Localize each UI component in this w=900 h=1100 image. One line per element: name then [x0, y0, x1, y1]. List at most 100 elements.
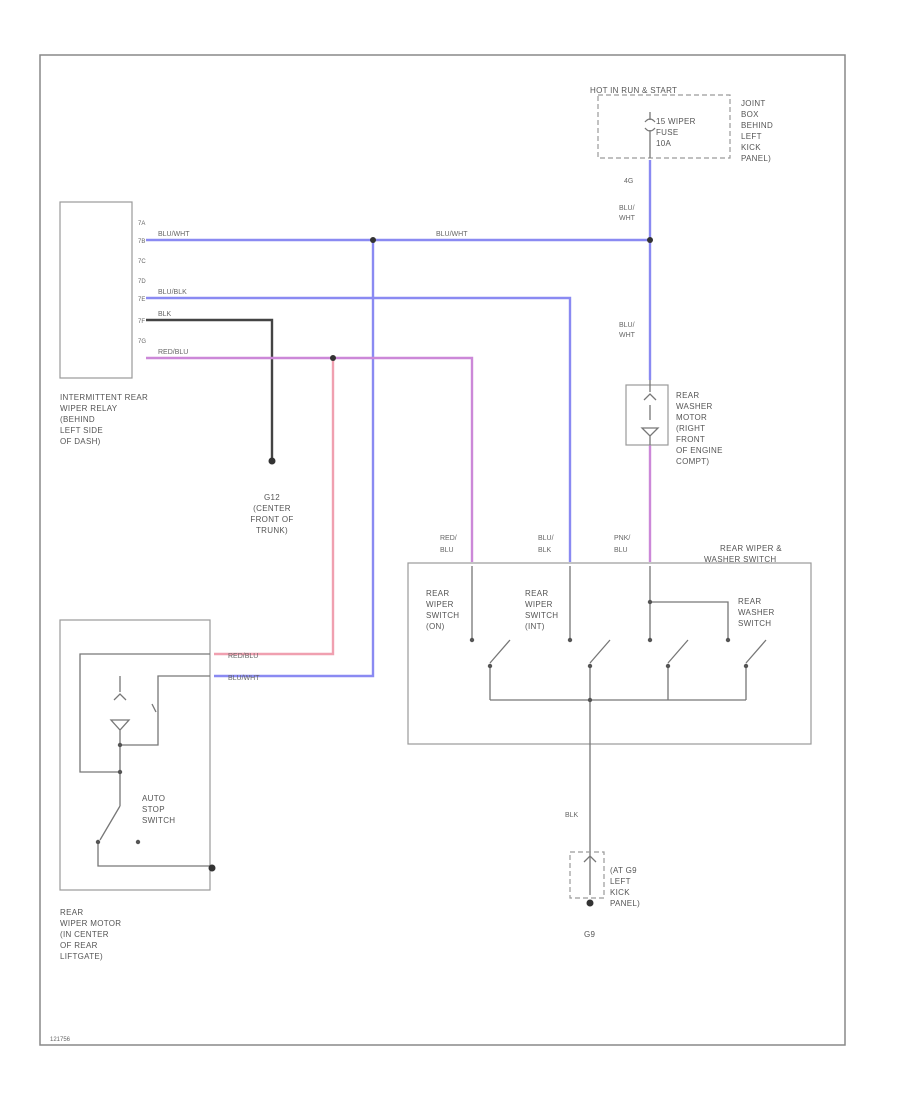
svg-text:REAR: REAR [676, 391, 699, 400]
ground-g12-symbol [268, 457, 276, 465]
ground-g9-junction [569, 851, 605, 899]
svg-text:REAR: REAR [738, 597, 761, 606]
svg-text:FRONT OF: FRONT OF [250, 515, 293, 524]
svg-text:(ON): (ON) [426, 622, 445, 631]
svg-text:LEFT: LEFT [610, 877, 631, 886]
svg-text:10A: 10A [656, 139, 671, 148]
svg-text:FRONT: FRONT [676, 435, 705, 444]
svg-text:BLU/: BLU/ [619, 322, 635, 329]
svg-text:WASHER: WASHER [738, 608, 775, 617]
wire-label-blu-blk: BLU/BLK [158, 289, 187, 296]
svg-text:(RIGHT: (RIGHT [676, 424, 705, 433]
washer-motor-box [625, 384, 669, 446]
ground-g12-label: G12 (CENTER FRONT OF TRUNK) [250, 493, 293, 535]
svg-text:7E: 7E [138, 297, 145, 303]
diagram-footer-id: 121756 [50, 1037, 71, 1043]
svg-text:G12: G12 [264, 493, 280, 502]
svg-text:WASHER SWITCH: WASHER SWITCH [704, 555, 777, 564]
ground-g9-connector [583, 855, 597, 863]
wire-label-blu-wht-relay: BLU/WHT [158, 231, 190, 238]
wire-red-blu-switch [146, 356, 474, 562]
svg-text:7A: 7A [138, 221, 145, 227]
splice-point [370, 237, 376, 243]
wire-blk-ground [146, 318, 274, 458]
wiper-washer-switch-title: REAR WIPER & WASHER SWITCH [704, 544, 782, 564]
fuse-out-label: 4G [624, 178, 633, 185]
relay-pin-labels: 7A 7B 7C 7D 7E 7F 7G [138, 221, 146, 345]
svg-text:7D: 7D [138, 279, 146, 285]
svg-text:(CENTER: (CENTER [253, 504, 291, 513]
svg-text:TRUNK): TRUNK) [256, 526, 288, 535]
svg-text:15 WIPER: 15 WIPER [656, 117, 696, 126]
wiper-washer-switch-box [407, 562, 812, 745]
wire-label-red-blu-vertical: RED/ BLU [440, 535, 457, 554]
svg-text:KICK: KICK [741, 143, 761, 152]
svg-text:7B: 7B [138, 239, 145, 245]
svg-text:MOTOR: MOTOR [676, 413, 707, 422]
svg-text:KICK: KICK [610, 888, 630, 897]
wiper-relay-box [59, 201, 133, 379]
splice-point [647, 237, 653, 243]
switch-contacts [469, 566, 767, 744]
svg-text:WIPER: WIPER [525, 600, 553, 609]
wire-label-blk-g9: BLK [565, 812, 579, 819]
svg-text:OF REAR: OF REAR [60, 941, 98, 950]
wire-label-blu-wht-mid: BLU/WHT [436, 231, 468, 238]
wire-label-red-blu: RED/BLU [158, 349, 188, 356]
svg-text:(INT): (INT) [525, 622, 545, 631]
svg-text:SWITCH: SWITCH [738, 619, 771, 628]
wiper-motor-internal [79, 653, 210, 867]
wiper-motor-box [59, 619, 211, 891]
wire-label-blu-wht-upper: BLU/ WHT [619, 205, 636, 222]
svg-text:BLU/: BLU/ [538, 535, 554, 542]
wire-label-motor-blu-wht: BLU/WHT [228, 675, 260, 682]
svg-text:JOINT: JOINT [741, 99, 766, 108]
wiper-relay-label: INTERMITTENT REAR WIPER RELAY (BEHIND LE… [60, 393, 148, 446]
svg-text:SWITCH: SWITCH [525, 611, 558, 620]
svg-text:PANEL): PANEL) [741, 154, 771, 163]
switch-washer-label: REAR WASHER SWITCH [738, 597, 775, 628]
ground-g9-label: (AT G9 LEFT KICK PANEL) [610, 866, 640, 908]
svg-text:REAR: REAR [426, 589, 449, 598]
wiper-motor-label: REAR WIPER MOTOR (IN CENTER OF REAR LIFT… [60, 908, 121, 961]
svg-text:(IN CENTER: (IN CENTER [60, 930, 109, 939]
svg-text:REAR: REAR [525, 589, 548, 598]
svg-text:AUTO: AUTO [142, 794, 165, 803]
svg-text:7F: 7F [138, 319, 145, 325]
svg-text:BLU/: BLU/ [619, 205, 635, 212]
svg-text:COMPT): COMPT) [676, 457, 709, 466]
svg-text:(BEHIND: (BEHIND [60, 415, 95, 424]
svg-text:BOX: BOX [741, 110, 759, 119]
svg-text:WHT: WHT [619, 332, 636, 339]
wire-label-blk: BLK [158, 311, 172, 318]
wiper-motor-ground [208, 864, 216, 872]
svg-text:OF ENGINE: OF ENGINE [676, 446, 723, 455]
svg-text:LEFT: LEFT [741, 132, 762, 141]
svg-text:RED/: RED/ [440, 535, 457, 542]
switch-int-label: REAR WIPER SWITCH (INT) [525, 589, 558, 631]
svg-text:PANEL): PANEL) [610, 899, 640, 908]
wire-blu-wht-motor [214, 240, 375, 678]
washer-motor-symbol [640, 380, 660, 445]
svg-text:LIFTGATE): LIFTGATE) [60, 952, 103, 961]
fuse-name: 15 WIPER FUSE 10A [656, 117, 696, 148]
auto-stop-switch-label: AUTO STOP SWITCH [142, 794, 175, 825]
svg-text:BLU: BLU [614, 547, 628, 554]
svg-text:7C: 7C [138, 259, 146, 265]
svg-text:BEHIND: BEHIND [741, 121, 773, 130]
svg-text:WIPER RELAY: WIPER RELAY [60, 404, 118, 413]
wire-label-blu-wht-lower: BLU/ WHT [619, 322, 636, 339]
svg-text:LEFT SIDE: LEFT SIDE [60, 426, 103, 435]
svg-text:PNK/: PNK/ [614, 535, 630, 542]
svg-text:(AT G9: (AT G9 [610, 866, 637, 875]
svg-text:WIPER MOTOR: WIPER MOTOR [60, 919, 121, 928]
svg-text:BLU: BLU [440, 547, 454, 554]
fuse-symbol [644, 112, 656, 158]
splice-point [330, 355, 336, 361]
diagram-frame [39, 54, 846, 1046]
svg-text:FUSE: FUSE [656, 128, 679, 137]
ground-g9-symbol [586, 899, 594, 907]
wire-label-blu-blk-vertical: BLU/ BLK [538, 535, 554, 554]
svg-text:7G: 7G [138, 339, 146, 345]
